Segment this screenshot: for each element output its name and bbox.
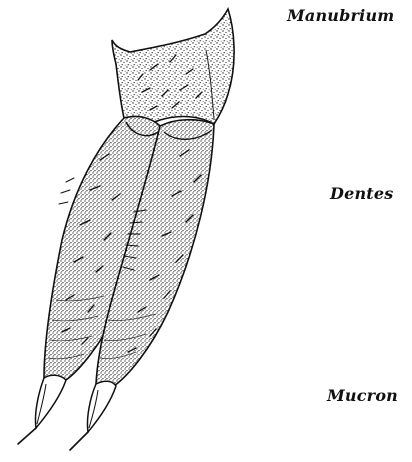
mucron-label: Mucron <box>327 386 398 405</box>
dentes-label: Dentes <box>330 184 393 203</box>
left-mucro <box>18 375 66 444</box>
manubrium-label: Manubrium <box>287 6 394 25</box>
right-mucro <box>70 381 116 450</box>
manubrium-segment <box>112 9 234 124</box>
